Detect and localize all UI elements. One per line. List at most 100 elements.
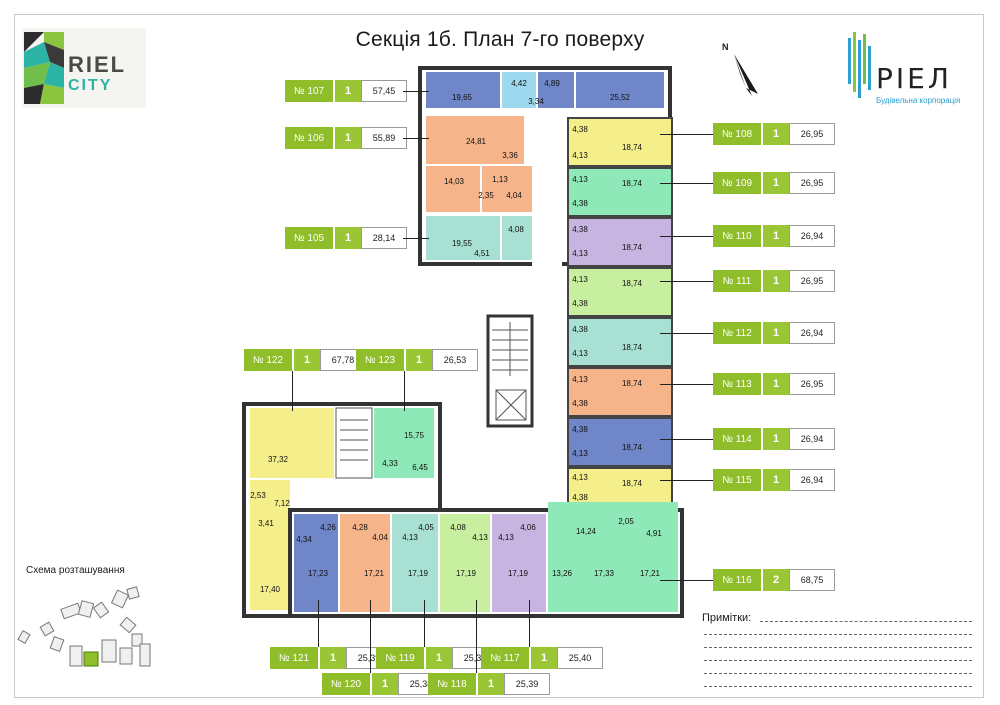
- room-area: 4,13: [498, 533, 514, 542]
- room-area: 7,12: [274, 499, 290, 508]
- leader-line: [660, 183, 713, 184]
- apartment-area: 26,95: [789, 270, 835, 292]
- apartment-number: № 107: [285, 80, 333, 102]
- room-area: 4,33: [382, 459, 398, 468]
- right-units: [567, 117, 673, 509]
- notes-line: [704, 634, 972, 635]
- room-area: 18,74: [622, 379, 643, 388]
- apartment-tag-122[interactable]: № 122 1 67,78: [244, 349, 366, 371]
- leader-line: [660, 134, 713, 135]
- room-area: 18,74: [622, 479, 643, 488]
- apartment-number: № 108: [713, 123, 761, 145]
- apartment-rooms: 1: [761, 322, 789, 344]
- room-area: 4,13: [472, 533, 488, 542]
- room-area: 17,19: [508, 569, 529, 578]
- apartment-tag-117[interactable]: № 117 1 25,40: [481, 647, 603, 669]
- room-area: 18,74: [622, 279, 643, 288]
- apartment-rooms: 1: [529, 647, 557, 669]
- room-area: 4,28: [352, 523, 368, 532]
- leader-line: [660, 333, 713, 334]
- apartment-area: 26,94: [789, 428, 835, 450]
- apartment-number: № 122: [244, 349, 292, 371]
- apartment-tag-107[interactable]: № 107 1 57,45: [285, 80, 407, 102]
- room-area: 4,04: [372, 533, 388, 542]
- apartment-area: 26,95: [789, 172, 835, 194]
- room-area: 4,04: [506, 191, 522, 200]
- apartment-area: 25,40: [557, 647, 603, 669]
- apartment-area: 26,95: [789, 373, 835, 395]
- apartment-tag-123[interactable]: № 123 1 26,53: [356, 349, 478, 371]
- apartment-rooms: 1: [476, 673, 504, 695]
- apartment-tag-119[interactable]: № 119 1 25,39: [376, 647, 498, 669]
- room-area: 4,34: [296, 535, 312, 544]
- room-area: 4,13: [572, 249, 588, 258]
- apartment-tag-114[interactable]: № 114 1 26,94: [713, 428, 835, 450]
- notes-line: [704, 686, 972, 687]
- apartment-area: 25,39: [504, 673, 550, 695]
- apartment-number: № 114: [713, 428, 761, 450]
- apartment-area: 26,94: [789, 322, 835, 344]
- room-area: 6,45: [412, 463, 428, 472]
- room-area: 2,53: [250, 491, 266, 500]
- apartment-tag-115[interactable]: № 115 1 26,94: [713, 469, 835, 491]
- notes-label: Примітки:: [702, 612, 752, 624]
- apartment-rooms: 2: [761, 569, 789, 591]
- leader-line: [318, 600, 319, 647]
- apartment-number: № 123: [356, 349, 404, 371]
- leader-line: [403, 238, 429, 239]
- room-area: 2,35: [478, 191, 494, 200]
- room-area: 4,38: [572, 225, 588, 234]
- apartment-tag-106[interactable]: № 106 1 55,89: [285, 127, 407, 149]
- room-area: 4,38: [572, 299, 588, 308]
- apartment-number: № 121: [270, 647, 318, 669]
- room-area: 14,24: [576, 527, 597, 536]
- apartment-rooms: 1: [404, 349, 432, 371]
- apartment-area: 26,53: [432, 349, 478, 371]
- notes-line: [760, 621, 972, 622]
- floor-plan: 19,65 4,42 3,34 4,89 25,52 24,81 3,36 14…: [242, 66, 684, 618]
- room-area: 4,38: [572, 125, 588, 134]
- apartment-tag-108[interactable]: № 108 1 26,95: [713, 123, 835, 145]
- room-area: 17,23: [308, 569, 329, 578]
- room-area: 17,21: [640, 569, 661, 578]
- apartment-tag-112[interactable]: № 112 1 26,94: [713, 322, 835, 344]
- room-area: 4,08: [508, 225, 524, 234]
- apartment-tag-110[interactable]: № 110 1 26,94: [713, 225, 835, 247]
- room-area: 1,13: [492, 175, 508, 184]
- room-area: 18,74: [622, 179, 643, 188]
- apartment-tag-118[interactable]: № 118 1 25,39: [428, 673, 550, 695]
- riel-city-logo-word1: RIEL: [68, 52, 127, 77]
- apartment-tag-121[interactable]: № 121 1 25,39: [270, 647, 392, 669]
- apartment-tag-116[interactable]: № 116 2 68,75: [713, 569, 835, 591]
- room-area: 4,91: [646, 529, 662, 538]
- apartment-number: № 105: [285, 227, 333, 249]
- apartment-tag-113[interactable]: № 113 1 26,95: [713, 373, 835, 395]
- apartment-area: 26,95: [789, 123, 835, 145]
- apartment-tag-105[interactable]: № 105 1 28,14: [285, 227, 407, 249]
- apartment-tag-109[interactable]: № 109 1 26,95: [713, 172, 835, 194]
- room-area: 37,32: [268, 455, 289, 464]
- riel-logo-mark: [848, 32, 871, 98]
- apartment-tag-111[interactable]: № 111 1 26,95: [713, 270, 835, 292]
- apartment-rooms: 1: [424, 647, 452, 669]
- leader-line: [529, 600, 530, 647]
- apartment-area: 26,94: [789, 225, 835, 247]
- page-frame: [14, 14, 984, 698]
- apartment-rooms: 1: [761, 373, 789, 395]
- apartment-number: № 106: [285, 127, 333, 149]
- apartment-tag-120[interactable]: № 120 1 25,38: [322, 673, 444, 695]
- apartment-rooms: 1: [761, 270, 789, 292]
- leader-line: [292, 371, 293, 411]
- leader-line: [660, 384, 713, 385]
- leader-line: [476, 600, 477, 673]
- apartment-rooms: 1: [292, 349, 320, 371]
- leader-line: [403, 138, 429, 139]
- apartment-number: № 119: [376, 647, 424, 669]
- room-area: 4,06: [520, 523, 536, 532]
- room-area: 4,13: [572, 449, 588, 458]
- room-area: 4,51: [474, 249, 490, 258]
- room-area: 3,34: [528, 97, 544, 106]
- apartment-number: № 113: [713, 373, 761, 395]
- riel-logo-subtitle: Будівельна корпорація: [876, 96, 961, 105]
- room-area: 4,13: [572, 151, 588, 160]
